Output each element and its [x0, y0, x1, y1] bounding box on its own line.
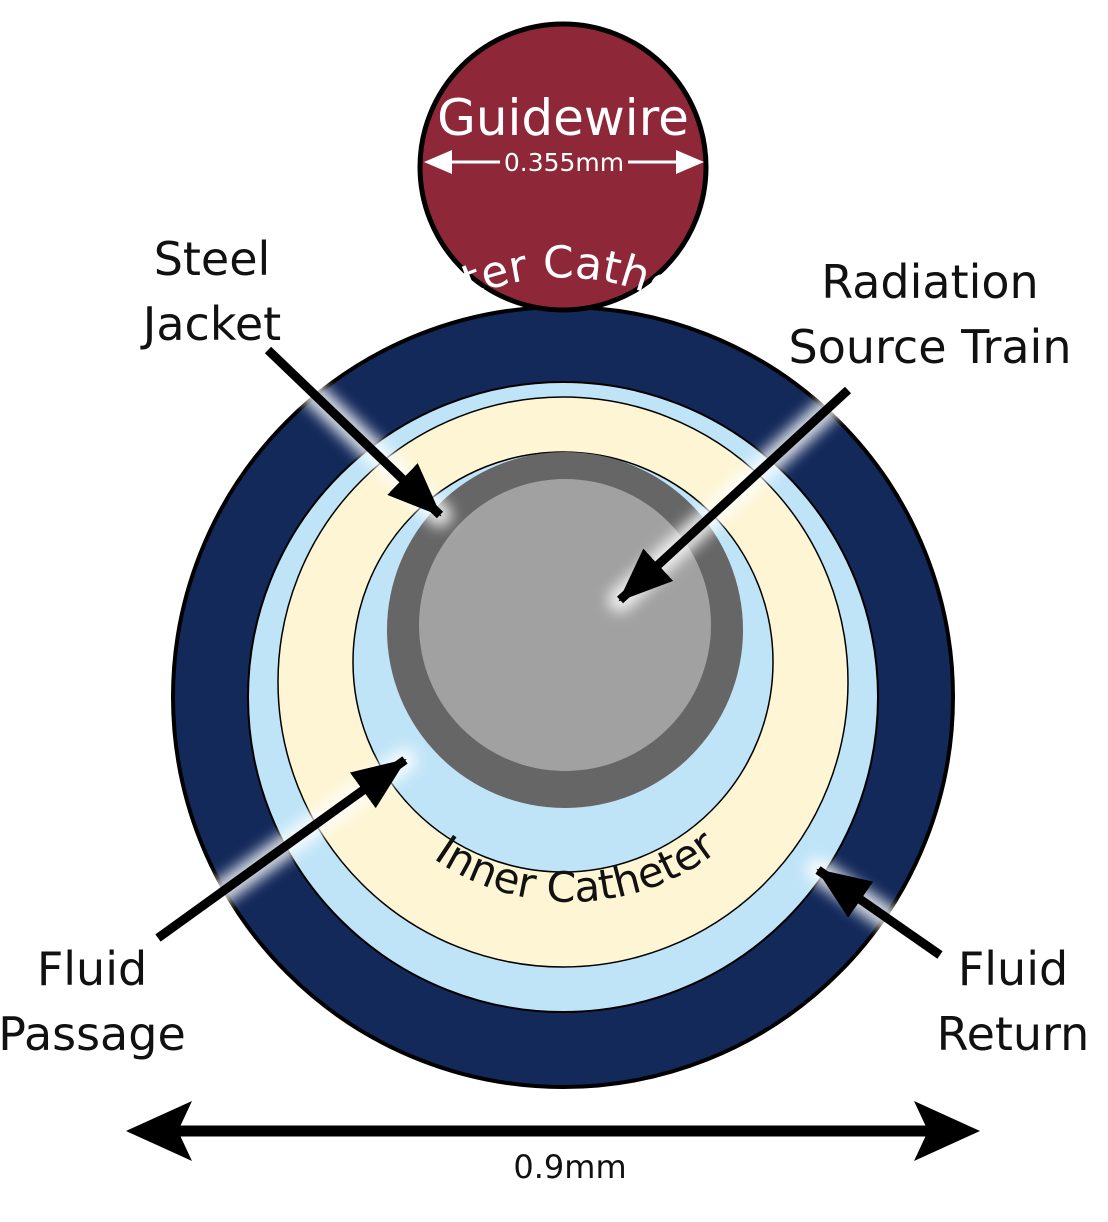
guidewire-circle — [417, 21, 709, 313]
radiation-source-train — [419, 479, 711, 771]
fluid-return-arrow — [815, 866, 943, 959]
overall-diameter-label: 0.9mm — [513, 1148, 626, 1186]
guidewire-diameter-arrow — [424, 150, 704, 174]
fluid-passage-label-line1: Fluid — [37, 942, 147, 996]
guidewire-diameter-label: 0.355mm — [504, 148, 624, 177]
fluid-return-label-line2: Return — [937, 1007, 1090, 1061]
guidewire-label: Guidewire — [437, 89, 689, 147]
fluid-return-label-line1: Fluid — [958, 942, 1068, 996]
overall-diameter-arrow — [126, 1101, 980, 1161]
steel-jacket-arrow — [264, 346, 444, 519]
steel-jacket-label-line1: Steel — [154, 232, 271, 286]
fluid-passage-label-line2: Passage — [0, 1007, 186, 1061]
radiation-source-arrow — [616, 386, 852, 604]
steel-jacket-label-line2: Jacket — [140, 297, 281, 351]
radiation-label-line2: Source Train — [789, 320, 1072, 374]
radiation-label-line1: Radiation — [821, 255, 1038, 309]
fluid-passage-arrow — [155, 756, 408, 942]
